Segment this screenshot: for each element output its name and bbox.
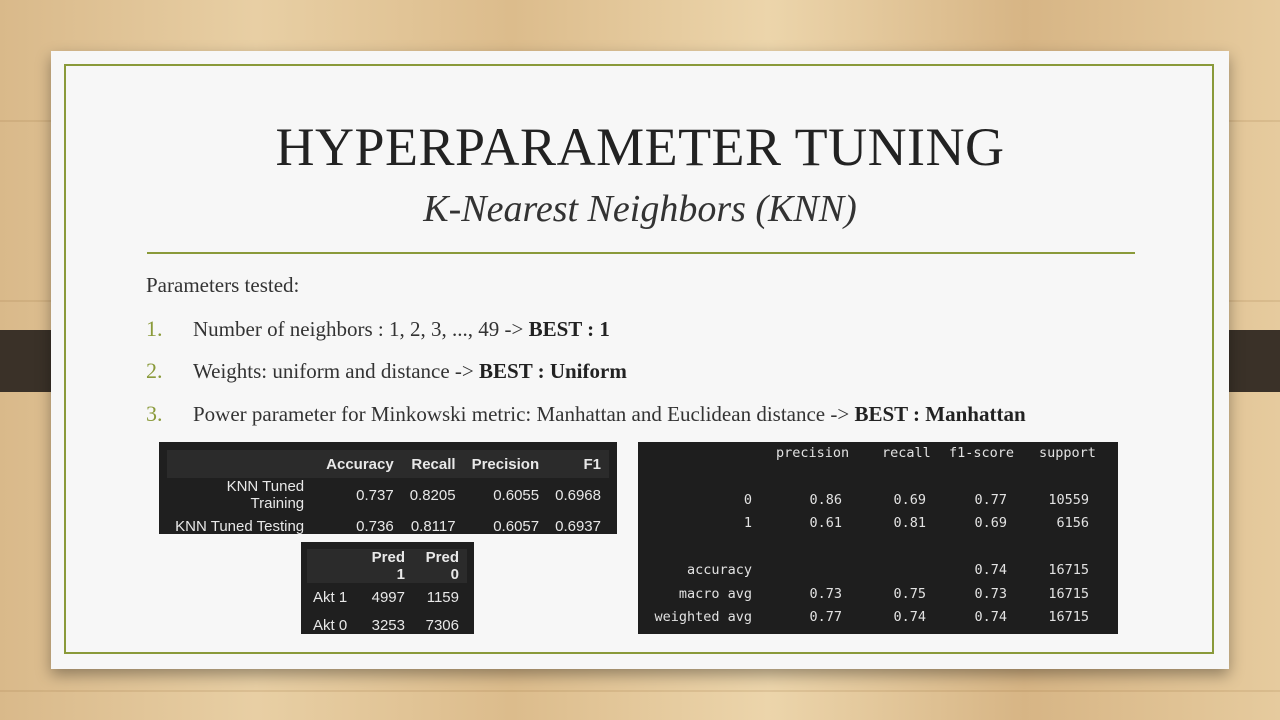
report-row: macro avg 0.73 0.75 0.73 16715 [638, 586, 1118, 606]
report-cell: 0.77 [974, 492, 1007, 508]
table-cell: 0.6968 [555, 486, 601, 504]
report-cell: 0.73 [974, 586, 1007, 602]
report-label: 0 [743, 492, 752, 508]
report-header-row: precision recall f1-score support [638, 445, 1118, 465]
list-text: Number of neighbors : 1, 2, 3, ..., 49 -… [193, 317, 529, 341]
metrics-table: Accuracy Recall Precision F1 KNN Tuned T… [159, 442, 617, 535]
table-cell: 0.6055 [493, 486, 540, 504]
report-cell: 10559 [1048, 492, 1089, 508]
table-cell: 3253 [371, 616, 405, 634]
table-cell: Akt 1 [313, 588, 348, 606]
table-cell: 1159 [426, 588, 459, 606]
classification-report: precision recall f1-score support 0 0.86… [638, 442, 1118, 634]
list-number: 2. [146, 358, 163, 383]
list-item: 3. Power parameter for Minkowski metric: … [146, 401, 1026, 427]
report-cell: 0.73 [809, 586, 842, 602]
report-header: f1-score [949, 445, 1015, 461]
report-cell: 6156 [1056, 515, 1089, 531]
table-header: Pred 0 [413, 549, 467, 583]
table-cell: 0.8205 [409, 486, 456, 504]
report-cell: 0.74 [974, 562, 1007, 578]
report-cell: 16715 [1048, 586, 1089, 602]
report-cell: 0.81 [893, 515, 926, 531]
table-row: KNN Tuned Testing 0.736 0.8117 0.6057 0.… [167, 512, 609, 540]
report-row: accuracy 0.74 16715 [638, 562, 1118, 582]
report-row: 1 0.61 0.81 0.69 6156 [638, 515, 1118, 535]
table-header [307, 549, 359, 583]
report-cell: 0.77 [809, 609, 842, 625]
table-cell: Akt 0 [313, 616, 348, 634]
report-cell: 16715 [1048, 609, 1089, 625]
report-cell: 0.75 [893, 586, 926, 602]
report-header: support [1039, 445, 1096, 461]
list-item: 1. Number of neighbors : 1, 2, 3, ..., 49… [146, 316, 610, 342]
slide-subtitle: K-Nearest Neighbors (KNN) [423, 188, 857, 230]
title-divider [147, 252, 1135, 254]
table-header: Recall [401, 450, 464, 478]
report-row: weighted avg 0.77 0.74 0.74 16715 [638, 609, 1118, 629]
report-row: 0 0.86 0.69 0.77 10559 [638, 492, 1118, 512]
table-header [167, 450, 319, 478]
slide: HYPERPARAMETER TUNING K-Nearest Neighbor… [51, 51, 1229, 669]
table-cell: 0.8117 [410, 517, 456, 535]
table-cell: KNN Tuned Training [226, 478, 305, 512]
list-best: BEST : 1 [528, 317, 610, 341]
table-header: Precision [463, 450, 548, 478]
table-cell: 0.737 [356, 486, 394, 504]
table-header: F1 [547, 450, 609, 478]
table-cell: 0.736 [356, 517, 394, 535]
report-header: precision [776, 445, 850, 461]
table-header-row: Accuracy Recall Precision F1 [167, 450, 609, 478]
report-cell: 0.69 [893, 492, 926, 508]
table-header-row: Pred 1 Pred 0 [307, 549, 467, 583]
report-label: weighted avg [654, 609, 752, 625]
table-header: Accuracy [318, 450, 402, 478]
report-label: accuracy [686, 562, 752, 578]
report-cell: 16715 [1048, 562, 1089, 578]
list-number: 1. [146, 316, 163, 341]
list-best: BEST : Uniform [479, 359, 627, 383]
table-cell: 7306 [425, 616, 459, 634]
list-item: 2. Weights: uniform and distance -> BEST … [146, 358, 627, 384]
list-number: 3. [146, 401, 163, 426]
report-cell: 0.69 [974, 515, 1007, 531]
intro-text: Parameters tested: [146, 273, 300, 297]
list-text: Weights: uniform and distance -> [193, 359, 480, 383]
table-cell: 0.6057 [493, 517, 540, 535]
report-cell: 0.74 [974, 609, 1007, 625]
table-row: KNN Tuned Training 0.737 0.8205 0.6055 0… [167, 478, 609, 512]
slide-title: HYPERPARAMETER TUNING [275, 117, 1005, 177]
report-header: recall [882, 445, 931, 461]
table-cell: KNN Tuned Testing [175, 517, 305, 535]
table-cell: 4997 [371, 588, 405, 606]
list-text: Power parameter for Minkowski metric: Ma… [193, 402, 855, 426]
report-cell: 0.74 [893, 609, 926, 625]
table-row: Akt 1 4997 1159 [307, 583, 467, 611]
slide-frame [64, 64, 1214, 654]
report-label: 1 [743, 515, 752, 531]
report-cell: 0.86 [809, 492, 842, 508]
table-cell: 0.6937 [555, 517, 601, 535]
report-label: macro avg [678, 586, 752, 602]
report-cell: 0.61 [809, 515, 842, 531]
table-header: Pred 1 [359, 549, 413, 583]
wood-grain [0, 690, 1280, 692]
confusion-matrix-table: Pred 1 Pred 0 Akt 1 4997 1159 Akt 0 3253… [301, 542, 474, 634]
list-best: BEST : Manhattan [854, 402, 1026, 426]
table-row: Akt 0 3253 7306 [307, 611, 467, 639]
